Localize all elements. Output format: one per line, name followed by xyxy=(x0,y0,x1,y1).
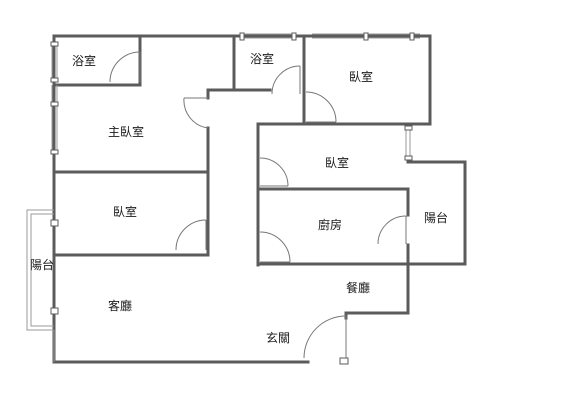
windows xyxy=(26,33,420,362)
walls xyxy=(52,34,467,364)
room-label-bath-2: 浴室 xyxy=(250,52,275,66)
room-label-bedroom-middle: 臥室 xyxy=(325,156,350,170)
doors xyxy=(109,51,407,359)
room-label-living-room: 客廳 xyxy=(108,299,133,313)
window-markers xyxy=(50,32,415,365)
room-label-dining-room: 餐廳 xyxy=(346,281,371,295)
room-label-master-bedroom: 主臥室 xyxy=(108,125,145,139)
room-label-entrance: 玄關 xyxy=(266,331,291,345)
room-label-bedroom-top-right: 臥室 xyxy=(349,70,374,84)
room-label-balcony-left: 陽台 xyxy=(30,258,55,272)
room-label-kitchen: 廚房 xyxy=(318,218,343,232)
room-label-balcony-right: 陽台 xyxy=(424,211,449,225)
room-label-bath-1: 浴室 xyxy=(72,54,97,68)
room-label-bedroom-left: 臥室 xyxy=(113,205,138,219)
